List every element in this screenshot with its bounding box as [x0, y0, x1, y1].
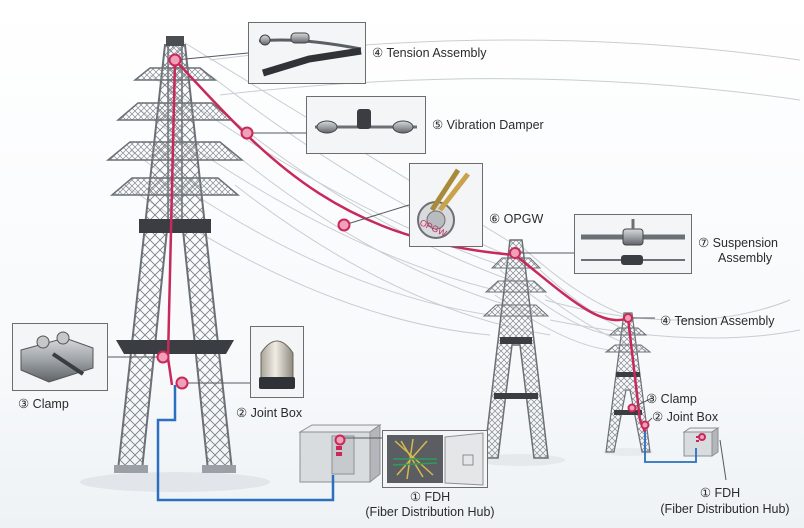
ground-clamp-icon [20, 331, 94, 383]
fdh-cabinet-icon [387, 432, 484, 486]
fdh-right-label-1: ① FDH [699, 486, 741, 500]
tension-assembly-thumbnail [248, 22, 366, 84]
clamp-thumbnail [12, 323, 108, 391]
opgw-thumbnail: OPGW [409, 163, 483, 247]
suspension-clamp-icon [581, 219, 685, 265]
joint-box-thumbnail [250, 326, 304, 398]
fdh-label-2: (Fiber Distribution Hub) [365, 505, 495, 519]
vibration-damper-label: ⑤ Vibration Damper [432, 118, 544, 132]
underground-fiber-cable [644, 430, 697, 463]
joint-box-right-label: ② Joint Box [652, 410, 719, 424]
joint-box-icon [259, 340, 295, 389]
tension-assembly-right-label: ④ Tension Assembly [660, 314, 775, 328]
joint-box-label: ② Joint Box [236, 406, 303, 420]
suspension-assembly-label-2: Assembly [718, 251, 773, 265]
suspension-assembly-label-1: ⑦ Suspension [698, 236, 779, 250]
tower-shadow [80, 472, 270, 492]
component-markers [156, 53, 706, 446]
vibration-damper-icon [315, 109, 417, 134]
leader-lines [108, 52, 727, 481]
fdh-right-label-2: (Fiber Distribution Hub) [660, 502, 790, 516]
tension-clamp-icon [258, 32, 362, 77]
clamp-right-label: ③ Clamp [646, 392, 697, 406]
tower-shadow [603, 448, 653, 456]
tension-assembly-label: ④ Tension Assembly [372, 46, 487, 60]
clamp-label: ③ Clamp [18, 397, 69, 411]
opgw-label: ⑥ OPGW [489, 212, 544, 226]
suspension-assembly-thumbnail [574, 214, 692, 274]
opgw-cable-icon: OPGW [417, 168, 470, 239]
fdh-label-1: ① FDH [409, 490, 451, 504]
mid-transmission-tower [482, 239, 550, 459]
underground-fiber-cable [156, 385, 335, 502]
fdh-cabinet-icon [298, 424, 382, 484]
fdh-thumbnail [382, 430, 488, 488]
fdh-cabinet-icon [682, 427, 720, 457]
vibration-damper-thumbnail [306, 96, 426, 154]
